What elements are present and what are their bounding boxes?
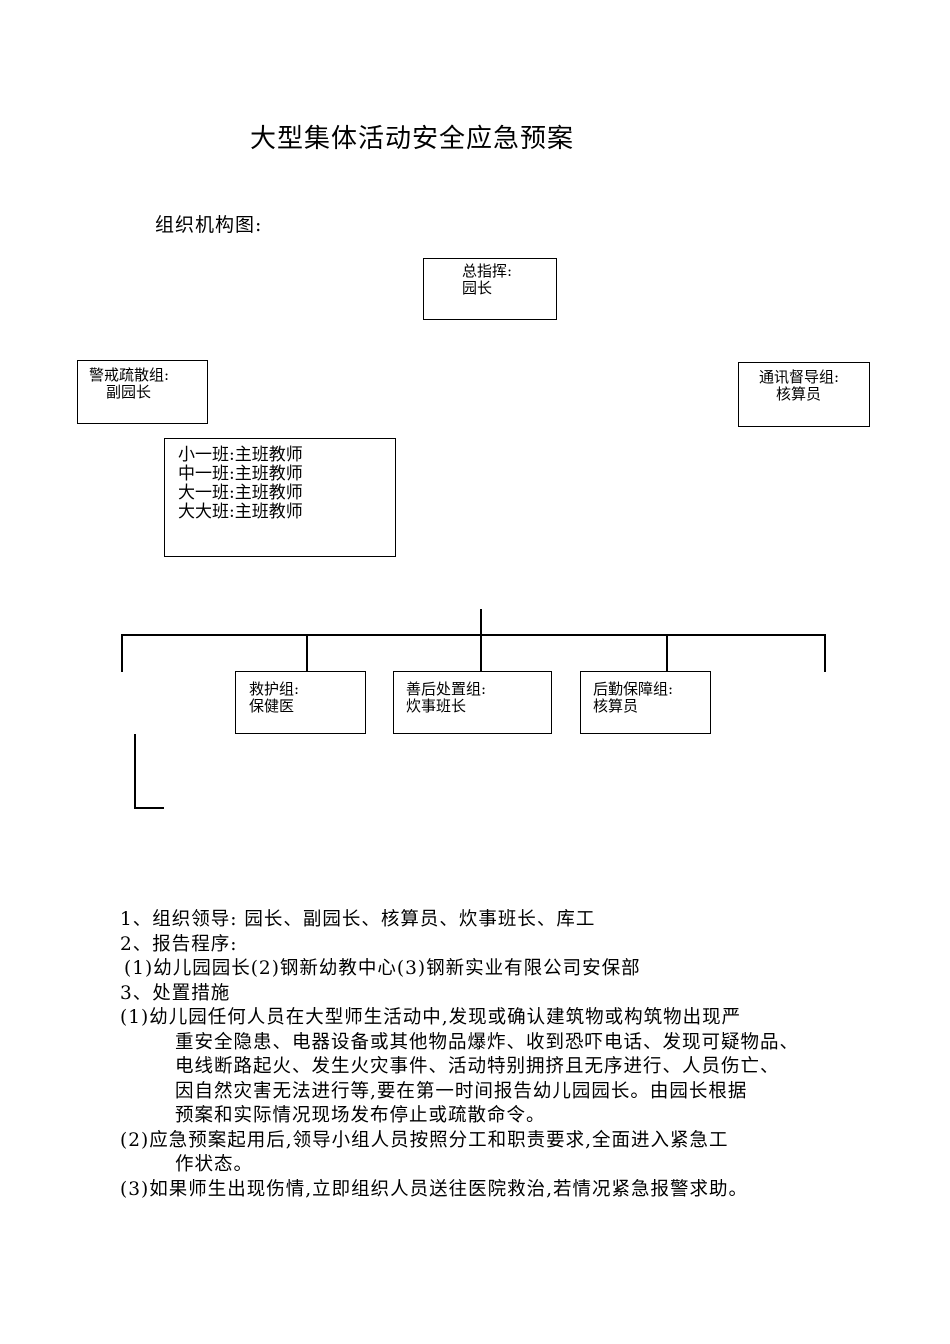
logistics-role: 后勤保障组: xyxy=(593,680,674,698)
measure-2-line: (2)应急预案起用后,领导小组人员按照分工和职责要求,全面进入紧急工 xyxy=(120,1129,729,1151)
aftermath-group-box: 善后处置组: 炊事班长 xyxy=(393,671,552,734)
org-chart-label: 组织机构图: xyxy=(155,214,263,236)
communication-group-box: 通讯督导组: 核算员 xyxy=(738,362,870,427)
rescue-role: 救护组: xyxy=(249,680,300,698)
item-organization: 1、组织领导: 园长、副园长、核算员、炊事班长、库工 xyxy=(120,909,596,930)
measure-1-line: 电线断路起火、发生火灾事件、活动特别拥挤且无序进行、人员伤亡、 xyxy=(175,1056,780,1077)
commander-person: 园长 xyxy=(462,279,493,297)
class-teachers-box: 小一班:主班教师 中一班:主班教师 大一班:主班教师 大大班:主班教师 xyxy=(164,438,396,557)
connector-drop-left xyxy=(121,634,123,672)
communication-person: 核算员 xyxy=(776,385,822,403)
item-measures: 3、处置措施 xyxy=(120,982,231,1004)
evacuation-person: 副园长 xyxy=(106,383,152,401)
aftermath-person: 炊事班长 xyxy=(406,697,467,715)
measure-1-line: 预案和实际情况现场发布停止或疏散命令。 xyxy=(175,1105,546,1126)
logistics-group-box: 后勤保障组: 核算员 xyxy=(580,671,711,734)
measure-3-line: (3)如果师生出现伤情,立即组织人员送往医院救治,若情况紧急报警求助。 xyxy=(120,1178,748,1200)
commander-role: 总指挥: xyxy=(462,262,513,280)
page-title: 大型集体活动安全应急预案 xyxy=(250,124,575,154)
aftermath-role: 善后处置组: xyxy=(406,680,487,698)
class-line: 大一班:主班教师 xyxy=(178,483,303,503)
class-line: 小一班:主班教师 xyxy=(178,445,303,465)
measure-2-line: 作状态。 xyxy=(175,1154,254,1175)
evacuation-group-box: 警戒疏散组: 副园长 xyxy=(77,360,208,424)
bracket-horizontal xyxy=(134,807,164,809)
measure-1-line: 因自然灾害无法进行等,要在第一时间报告幼儿园园长。由园长根据 xyxy=(175,1080,748,1102)
measure-1-line: 重安全隐患、电器设备或其他物品爆炸、收到恐吓电话、发现可疑物品、 xyxy=(175,1031,800,1053)
logistics-person: 核算员 xyxy=(593,697,639,715)
communication-role: 通讯督导组: xyxy=(759,368,840,386)
connector-drop-rescue xyxy=(306,634,308,672)
rescue-group-box: 救护组: 保健医 xyxy=(235,671,366,734)
connector-trunk xyxy=(480,609,482,635)
measure-1-line: (1)幼儿园任何人员在大型师生活动中,发现或确认建筑物或构筑物出现严 xyxy=(120,1007,742,1028)
item-reporting: 2、报告程序: xyxy=(120,933,238,955)
reporting-detail: (1)幼儿园园长(2)钢新幼教中心(3)钢新实业有限公司安保部 xyxy=(124,958,641,979)
connector-horizontal xyxy=(121,634,825,636)
class-line: 中一班:主班教师 xyxy=(178,464,303,484)
rescue-person: 保健医 xyxy=(249,697,295,715)
commander-box: 总指挥: 园长 xyxy=(423,258,557,320)
class-line: 大大班:主班教师 xyxy=(178,502,303,522)
connector-drop-aftermath xyxy=(480,634,482,672)
bracket-vertical xyxy=(134,734,136,808)
connector-drop-right xyxy=(824,634,826,672)
evacuation-role: 警戒疏散组: xyxy=(89,366,170,384)
plan-body: 1、组织领导: 园长、副园长、核算员、炊事班长、库工 2、报告程序: (1)幼儿… xyxy=(120,908,880,1202)
connector-drop-logistics xyxy=(666,634,668,672)
